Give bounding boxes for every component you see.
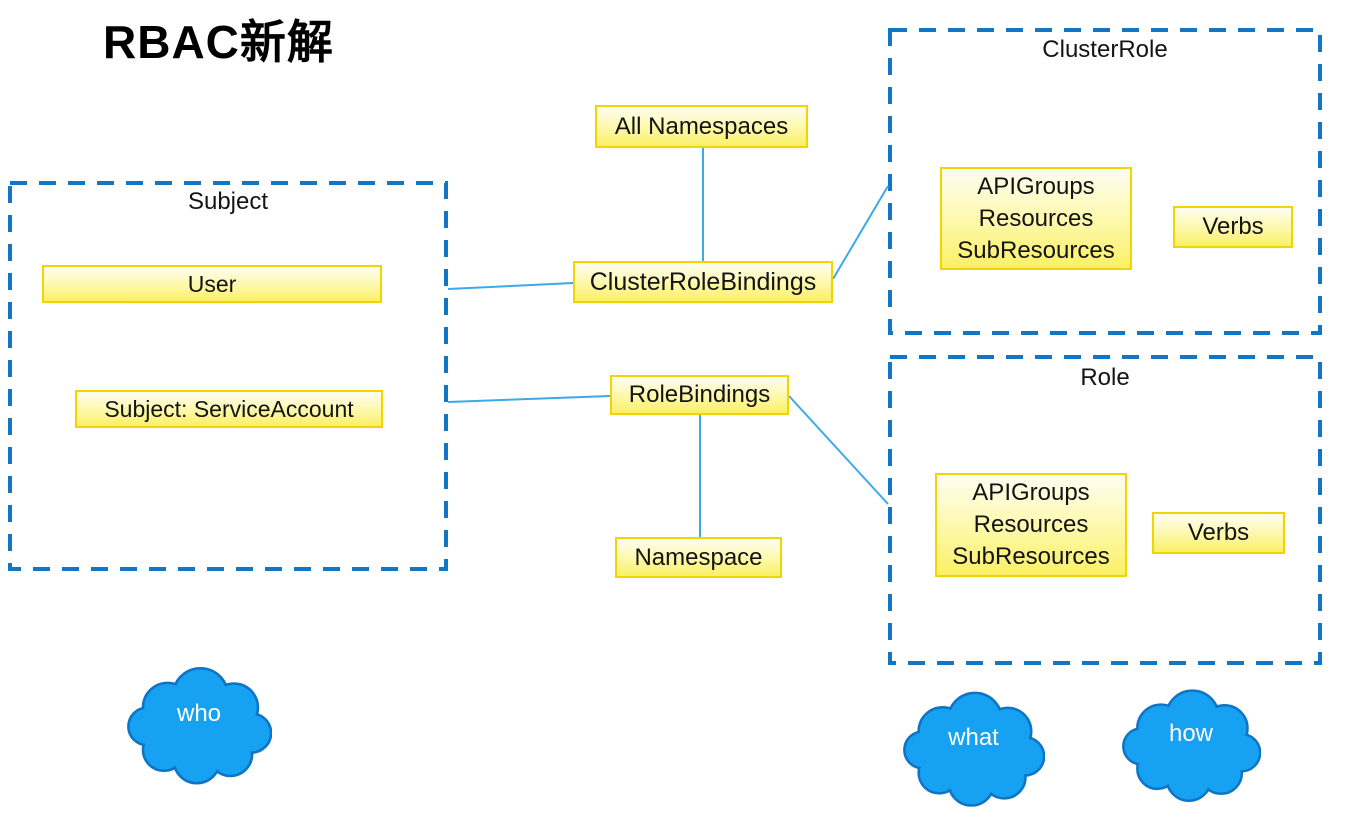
connector-rolebindings-role xyxy=(788,395,889,505)
node-role-bindings: RoleBindings xyxy=(610,375,789,415)
node-clusterrole-resources: APIGroups Resources SubResources xyxy=(940,167,1132,270)
node-all-namespaces: All Namespaces xyxy=(595,105,808,148)
node-role-resources: APIGroups Resources SubResources xyxy=(935,473,1127,577)
node-clusterrole-verbs: Verbs xyxy=(1173,206,1293,248)
node-service-account: Subject: ServiceAccount xyxy=(75,390,383,428)
cloud-shape-icon xyxy=(1122,689,1261,803)
clusterrole-group-label: ClusterRole xyxy=(1042,36,1168,63)
node-role-verbs: Verbs xyxy=(1152,512,1285,554)
cloud-who-label: who xyxy=(176,700,222,728)
cloud-shape-icon xyxy=(903,691,1045,807)
subject-group-border xyxy=(8,181,448,571)
role-resources-line-resources: Resources xyxy=(973,511,1089,538)
role-resources-line-subresources: SubResources xyxy=(952,543,1110,570)
role-group-label: Role xyxy=(1080,364,1130,391)
cloud-what-label: what xyxy=(948,723,999,751)
role-resources-line-apigroups: APIGroups xyxy=(972,479,1090,506)
cloud-how: how xyxy=(1121,677,1261,813)
connector-clusterrolebindings-clusterrole xyxy=(832,185,889,280)
clusterrole-group-border xyxy=(888,28,1322,335)
clusterrole-resources-line-apigroups: APIGroups xyxy=(977,172,1095,200)
clusterrole-resources-line-subresources: SubResources xyxy=(957,236,1115,264)
role-group-border xyxy=(888,355,1322,665)
connector-subject-clusterrolebindings xyxy=(447,282,574,290)
node-user: User xyxy=(42,265,382,303)
node-namespace: Namespace xyxy=(615,537,782,578)
subject-group-label: Subject xyxy=(187,188,269,215)
clusterrole-resources-line-resources: Resources xyxy=(978,204,1094,232)
cloud-what: what xyxy=(902,682,1045,815)
cloud-who: who xyxy=(126,658,272,792)
cloud-shape-icon xyxy=(127,666,272,785)
connector-subject-rolebindings xyxy=(447,395,611,403)
cloud-how-label: how xyxy=(1168,720,1214,748)
page-title: RBAC新解 xyxy=(103,16,334,68)
node-cluster-role-bindings: ClusterRoleBindings xyxy=(573,261,833,303)
